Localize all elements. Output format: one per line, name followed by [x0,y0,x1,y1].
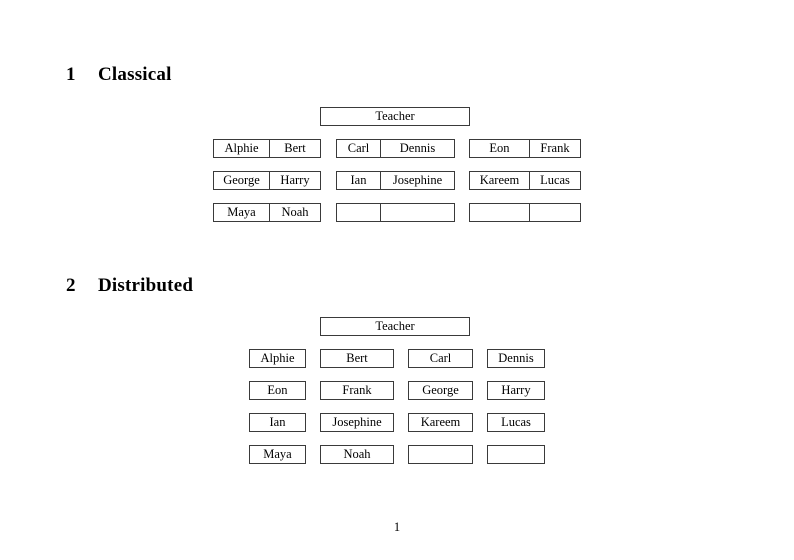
section-title: Distributed [98,275,194,296]
student-box: Alphie [213,139,269,158]
student-pair-row-empty [336,203,455,222]
student-pair-row: Eon Frank [469,139,581,158]
student-box-empty [529,203,581,222]
student-pair-row: Alphie Bert [213,139,321,158]
student-box: Frank [320,381,394,400]
student-box: George [408,381,473,400]
student-box: Dennis [487,349,545,368]
student-box-empty [336,203,380,222]
student-box-empty [380,203,455,222]
section-title: Classical [98,64,172,85]
student-box: Carl [336,139,380,158]
student-pair-row: Ian Josephine [336,171,455,190]
diagram-distributed: Teacher Alphie Bert Carl Dennis Eon Fran… [0,0,794,464]
student-box: Maya [249,445,306,464]
section-heading-distributed: 2 Distributed [66,276,193,295]
student-box: Lucas [529,171,581,190]
section-heading-classical: 1 Classical [66,65,172,84]
student-pair-row: George Harry [213,171,321,190]
student-box: Josephine [380,171,455,190]
diagram-classical: Teacher Alphie Bert George Harry Maya No… [0,0,794,240]
student-box: Carl [408,349,473,368]
student-box: Noah [269,203,321,222]
student-box: Harry [487,381,545,400]
student-box-empty [487,445,545,464]
student-pair-row: Kareem Lucas [469,171,581,190]
teacher-box: Teacher [320,317,470,336]
student-pair-row: Carl Dennis [336,139,455,158]
student-box: Bert [269,139,321,158]
student-box: Josephine [320,413,394,432]
student-box-empty [469,203,529,222]
student-box: Noah [320,445,394,464]
student-box: Harry [269,171,321,190]
student-pair-row: Maya Noah [213,203,321,222]
section-number: 1 [66,64,76,85]
student-box: Bert [320,349,394,368]
student-box: Dennis [380,139,455,158]
student-box: Alphie [249,349,306,368]
student-box: Kareem [469,171,529,190]
student-box: Kareem [408,413,473,432]
student-box-empty [408,445,473,464]
student-box: Eon [469,139,529,158]
student-box: Ian [249,413,306,432]
student-box: Lucas [487,413,545,432]
page-number: 1 [393,520,401,534]
student-box: Ian [336,171,380,190]
student-box: Frank [529,139,581,158]
teacher-box: Teacher [320,107,470,126]
section-number: 2 [66,275,76,296]
student-box: Eon [249,381,306,400]
student-pair-row-empty [469,203,581,222]
student-box: George [213,171,269,190]
student-box: Maya [213,203,269,222]
